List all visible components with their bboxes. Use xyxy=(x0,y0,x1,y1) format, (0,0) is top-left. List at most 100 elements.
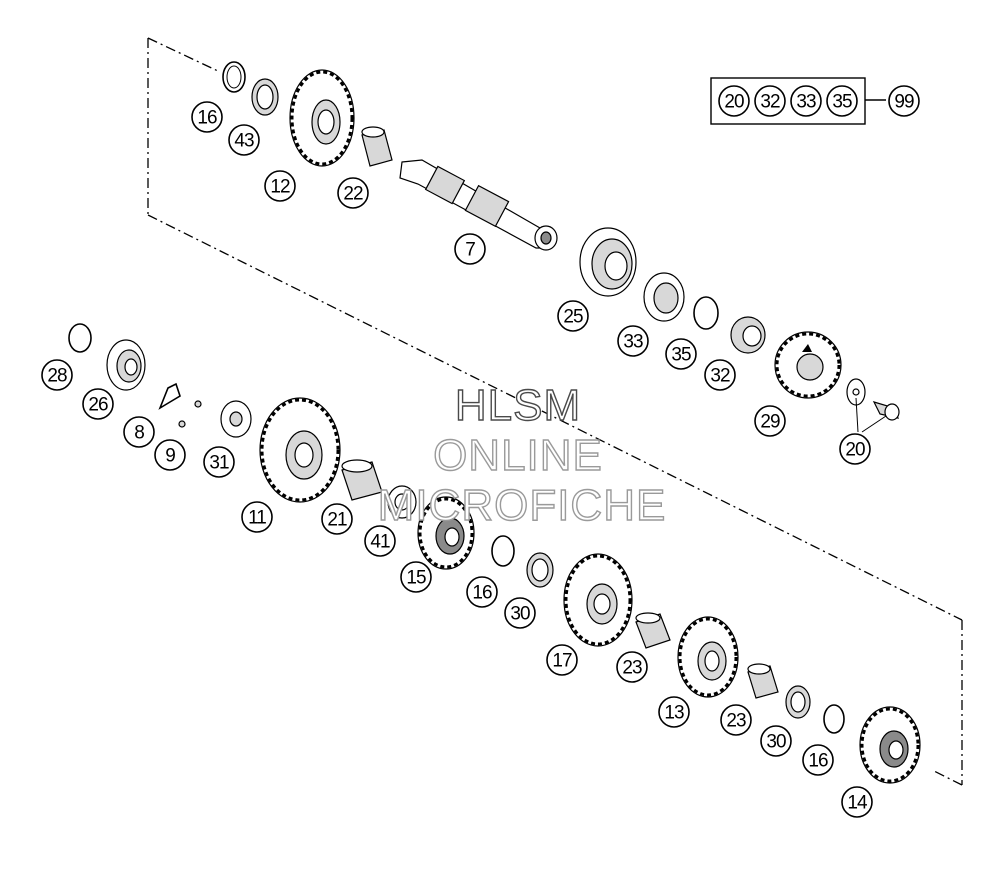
washer-43 xyxy=(251,78,279,116)
sprocket-29 xyxy=(774,331,842,399)
callout-number: 30 xyxy=(766,732,786,753)
callout-number: 20 xyxy=(845,440,865,461)
washer-20 xyxy=(846,378,866,406)
callout-number: 30 xyxy=(510,604,530,625)
callout-number: 32 xyxy=(710,366,730,387)
washer-31 xyxy=(220,400,252,438)
gear-14 xyxy=(859,706,921,784)
ball-bearing-25 xyxy=(579,227,637,297)
callout-12: 12 xyxy=(264,170,296,202)
callout-number: 12 xyxy=(270,177,290,198)
gear-11 xyxy=(259,397,341,503)
callout-23: 23 xyxy=(616,651,648,683)
callout-number: 25 xyxy=(563,307,583,328)
callout-number: 16 xyxy=(808,751,828,772)
kit-result-99: 99 xyxy=(888,85,920,117)
callout-14: 14 xyxy=(841,786,873,818)
watermark-line-3: MICROFICHE xyxy=(378,481,667,530)
callout-number: 43 xyxy=(234,131,254,152)
assembly-frame xyxy=(147,37,963,786)
callout-number: 11 xyxy=(248,508,266,529)
lock-plate-8 xyxy=(158,382,181,410)
callout-16: 16 xyxy=(466,576,498,608)
bolt-20 xyxy=(872,401,900,421)
callout-13: 13 xyxy=(658,696,690,728)
kit-result-number: 99 xyxy=(894,92,914,113)
callout-11: 11 xyxy=(241,501,273,533)
watermark-line-2: ONLINE xyxy=(433,431,603,480)
callout-number: 26 xyxy=(88,395,108,416)
callout-number: 22 xyxy=(343,184,363,205)
callout-17: 17 xyxy=(546,644,578,676)
callout-number: 16 xyxy=(472,583,492,604)
circlip-16-lower-b xyxy=(823,704,845,734)
callout-25: 25 xyxy=(557,300,589,332)
callout-number: 23 xyxy=(726,711,746,732)
callout-9: 9 xyxy=(154,439,186,471)
callout-22: 22 xyxy=(337,177,369,209)
callout-26: 26 xyxy=(82,388,114,420)
thrust-washer-41 xyxy=(387,485,417,519)
needle-bearing-23b xyxy=(747,663,779,699)
watermark: HLSM ONLINE MICROFICHE xyxy=(377,380,667,530)
screw-9 xyxy=(178,400,202,428)
bearing-26 xyxy=(106,339,146,391)
gear-12 xyxy=(289,69,355,167)
callout-16: 16 xyxy=(802,744,834,776)
washer-30b xyxy=(785,685,811,719)
kit-item-33: 33 xyxy=(790,85,822,117)
callout-29: 29 xyxy=(754,405,786,437)
bearing-ring-33 xyxy=(643,272,685,322)
callout-number: 14 xyxy=(847,793,868,814)
callout-16: 16 xyxy=(191,101,223,133)
callout-number: 16 xyxy=(197,108,217,129)
needle-bearing-21 xyxy=(341,459,383,501)
callout-number: 7 xyxy=(465,240,475,261)
callout-30: 30 xyxy=(760,725,792,757)
callout-number: 13 xyxy=(664,703,684,724)
kit-item-number: 33 xyxy=(796,92,816,113)
callout-31: 31 xyxy=(203,446,235,478)
callout-23: 23 xyxy=(720,704,752,736)
callout-number: 21 xyxy=(327,510,347,531)
circlip-16-lower-a xyxy=(491,535,515,567)
o-ring-35 xyxy=(693,296,719,330)
callout-number: 8 xyxy=(134,423,144,444)
callout-number: 29 xyxy=(760,412,780,433)
callout-number: 9 xyxy=(165,446,175,467)
main-shaft-7 xyxy=(399,159,558,251)
washer-30a xyxy=(526,552,554,588)
leader-lines-20 xyxy=(855,397,887,433)
callout-number: 41 xyxy=(370,532,390,553)
watermark-line-1: HLSM xyxy=(455,381,581,430)
callout-21: 21 xyxy=(321,503,353,535)
callout-number: 15 xyxy=(406,568,426,589)
kit-item-number: 32 xyxy=(760,92,780,113)
callout-number: 31 xyxy=(209,453,229,474)
callout-32: 32 xyxy=(704,359,736,391)
circlip-28 xyxy=(68,323,92,353)
gear-13 xyxy=(677,616,739,698)
callout-33: 33 xyxy=(617,325,649,357)
callout-43: 43 xyxy=(228,124,260,156)
gear-15 xyxy=(417,496,475,570)
callout-8: 8 xyxy=(123,416,155,448)
circlip-16-upper xyxy=(222,61,246,93)
callout-7: 7 xyxy=(454,233,486,265)
callout-30: 30 xyxy=(504,597,536,629)
kit-item-number: 35 xyxy=(832,92,852,113)
callout-number: 23 xyxy=(622,658,642,679)
needle-bearing-23a xyxy=(635,612,671,649)
callout-28: 28 xyxy=(41,359,73,391)
spacer-32 xyxy=(730,316,766,354)
callout-20: 20 xyxy=(839,433,871,465)
gear-17 xyxy=(563,553,633,647)
needle-bearing-22 xyxy=(361,126,393,167)
callout-number: 28 xyxy=(47,366,67,387)
kit-item-35: 35 xyxy=(826,85,858,117)
callout-number: 33 xyxy=(623,332,643,353)
callout-number: 17 xyxy=(552,651,572,672)
